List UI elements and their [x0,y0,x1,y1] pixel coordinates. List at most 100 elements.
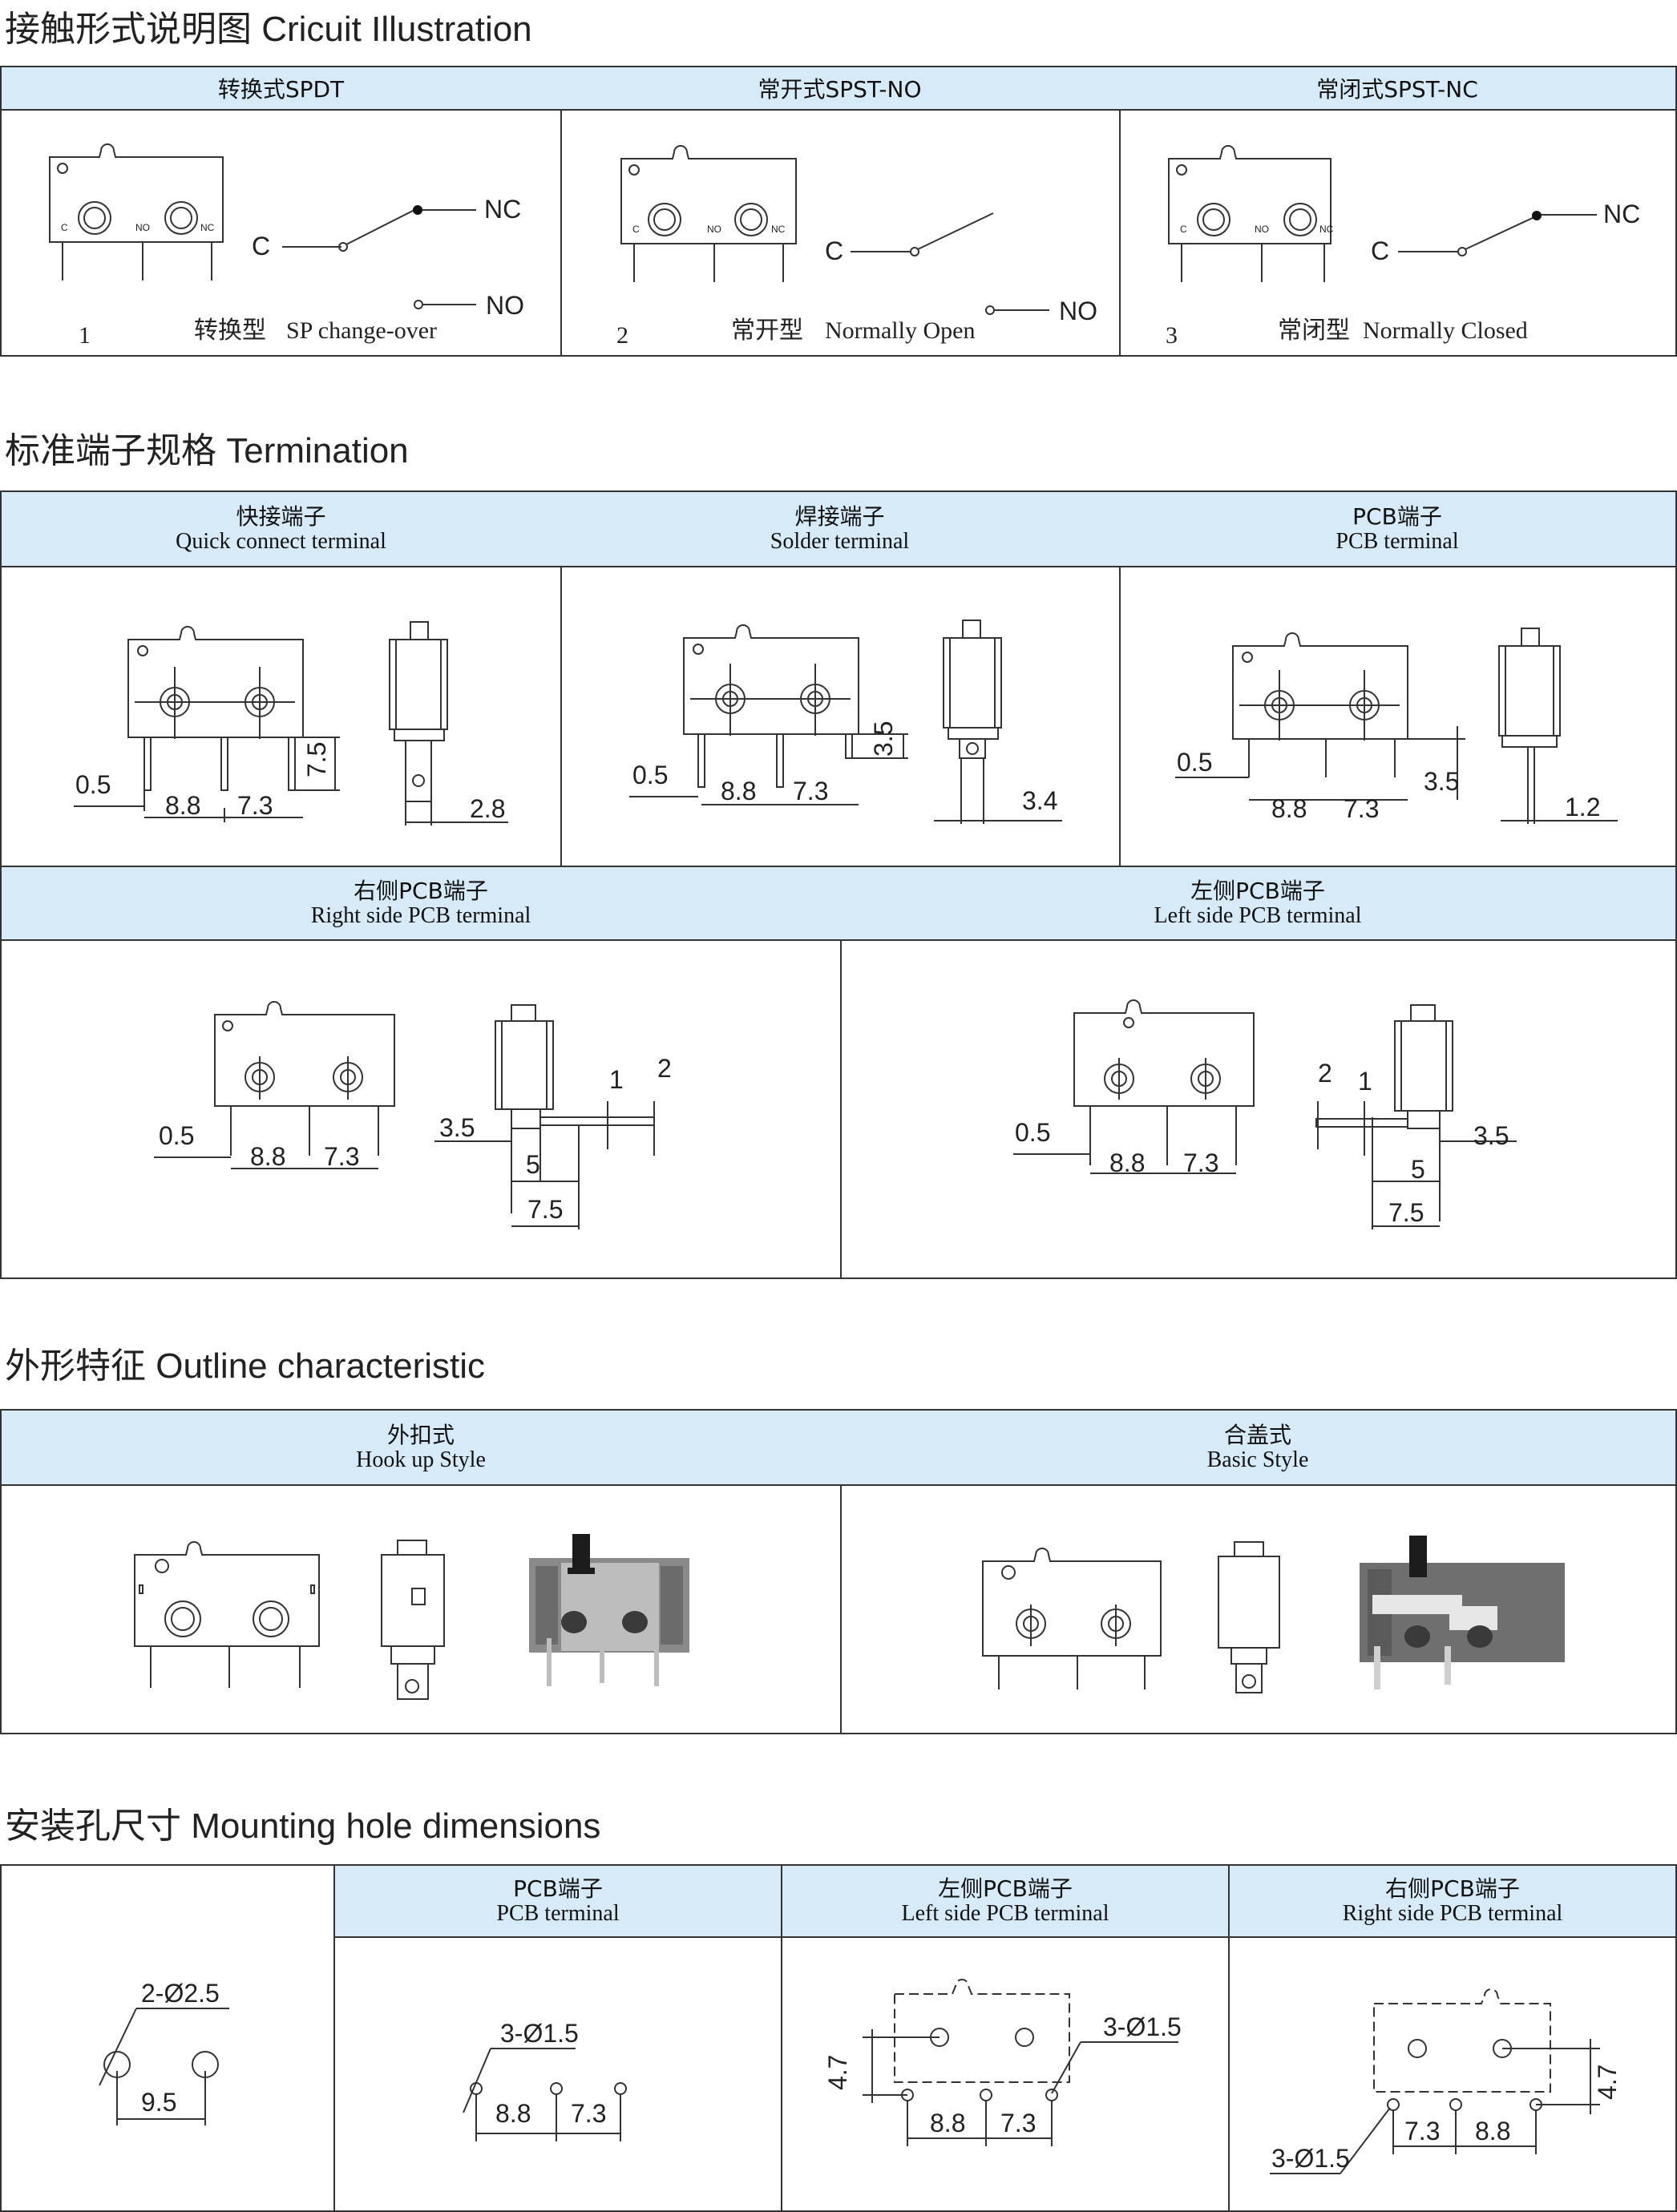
section-title-mounting: 安装孔尺寸 Mounting hole dimensions [5,1806,601,1846]
dim-7-3: 7.3 [237,791,273,820]
termination-table: 快接端子 Quick connect terminal 焊接端子 Solder … [0,490,1677,1279]
dim-7-3: 7.3 [1183,1148,1218,1177]
dim-8-8: 8.8 [250,1142,285,1171]
drawing-solder-terminal: 0.5 8.8 7.3 3.5 3.4 [629,620,1062,824]
dim-2-8: 2.8 [470,794,505,823]
drawing-pcb-terminal: 0.5 8.8 7.3 3.5 1.2 [1175,628,1618,824]
dim-7-5: 7.5 [527,1195,563,1224]
circuit-header-spst-nc: 常闭式SPST-NC [1119,67,1675,111]
dim-5: 5 [1411,1155,1425,1184]
termination-header-left-side-pcb: 左侧PCB端子 Left side PCB terminal [840,867,1675,941]
caption-cn-2: 常开型 [731,317,803,345]
dim-2: 2 [657,1054,672,1083]
caption-num-3: 3 [1166,322,1178,349]
dim-0-5: 0.5 [75,770,111,799]
mounting-drawing-left-side-pcb: 4.7 3-Ø1.5 8.8 7.3 [823,1979,1182,2146]
dim-0-5: 0.5 [1177,748,1212,777]
dim-3-5: 3.5 [869,721,898,757]
pin-label-c: C [61,222,68,233]
caption-en-1: SP change-over [286,317,437,344]
caption-num-1: 1 [79,322,91,349]
drawing-quick-connect-terminal: 0.5 8.8 7.3 7.5 2.8 [74,621,508,825]
drawing-left-side-pcb-terminal: 0.5 8.8 7.3 2 1 3.5 5 7.5 [1013,999,1517,1229]
dim-7-3: 7.3 [324,1142,359,1171]
section-title-circuit: 接触形式说明图 Cricuit Illustration [5,10,532,49]
terminal-c: C [825,236,843,265]
dim-2: 2 [1318,1059,1332,1088]
dim-7-3: 7.3 [1344,794,1379,823]
termination-header-right-side-pcb: 右侧PCB端子 Right side PCB terminal [2,867,840,941]
dim-3-phi-1-5: 3-Ø1.5 [1271,2144,1350,2173]
mounting-drawing-pcb: 3-Ø1.5 8.8 7.3 [463,2019,627,2141]
caption-cn-1: 转换型 [194,317,266,345]
dim-8-8: 8.8 [495,2099,531,2128]
circuit-drawing-spst-no: C NO NC C NO 2 常开型 Normally Open [616,145,1097,349]
caption-en-2: Normally Open [825,317,975,344]
dim-1: 1 [609,1065,624,1094]
circuit-header-spdt: 转换式SPDT [2,67,560,111]
circuit-table: 转换式SPDT 常开式SPST-NO 常闭式SPST-NC C NO NC C … [0,66,1677,357]
mounting-drawing-right-side-pcb: 4.7 3-Ø1.5 7.3 8.8 [1270,1988,1622,2174]
dim-3-phi-1-5: 3-Ø1.5 [1103,2012,1182,2041]
dim-9-5: 9.5 [141,2088,176,2117]
outline-table: 外扣式 Hook up Style 合盖式 Basic Style [0,1409,1677,1734]
pin-label-no: NO [707,224,721,235]
termination-header-quick-connect: 快接端子 Quick connect terminal [2,492,560,567]
caption-en-3: Normally Closed [1363,317,1528,344]
terminal-nc: NC [484,195,521,224]
terminal-c: C [252,232,270,260]
termination-header-solder: 焊接端子 Solder terminal [560,492,1119,567]
dim-3-phi-1-5: 3-Ø1.5 [500,2019,579,2048]
dim-4-7: 4.7 [1593,2065,1622,2100]
dim-5: 5 [526,1150,540,1179]
mounting-table: PCB端子 PCB terminal 左侧PCB端子 Left side PCB… [0,1864,1677,2212]
terminal-c: C [1371,236,1389,265]
dim-7-5: 7.5 [1388,1198,1424,1227]
outline-header-hook-up: 外扣式 Hook up Style [2,1411,840,1486]
dim-1: 1 [1358,1067,1372,1096]
dim-8-8: 8.8 [930,2109,965,2137]
dim-1-2: 1.2 [1565,793,1600,821]
dim-8-8: 8.8 [1475,2117,1510,2145]
dim-7-5: 7.5 [302,742,331,777]
dim-0-5: 0.5 [159,1121,194,1150]
terminal-nc: NC [1603,200,1640,228]
dim-3-5: 3.5 [1424,767,1459,796]
dim-3-5: 3.5 [439,1113,475,1142]
terminal-no: NO [486,291,524,320]
dim-3-4: 3.4 [1022,786,1057,815]
pin-label-no: NO [1255,224,1269,235]
termination-header-pcb: PCB端子 PCB terminal [1119,492,1675,567]
mounting-drawing-general: 2-Ø2.5 9.5 [99,1979,229,2125]
outline-drawing-basic [982,1536,1565,1693]
dim-7-3: 7.3 [1404,2117,1440,2145]
terminal-no: NO [1059,297,1097,325]
caption-cn-3: 常闭型 [1278,317,1350,345]
pin-label-c: C [1180,224,1187,235]
pin-label-c: C [632,224,640,235]
section-title-outline: 外形特征 Outline characteristic [5,1346,486,1386]
pin-label-nc: NC [1319,224,1334,235]
circuit-drawing-spdt: C NO NC C NC NO 1 转换型 SP change-over [49,143,524,349]
mounting-header-pcb: PCB端子 PCB terminal [335,1866,781,1936]
dim-4-7: 4.7 [823,2055,852,2090]
outline-header-basic: 合盖式 Basic Style [840,1411,1675,1486]
circuit-header-spst-no: 常开式SPST-NO [560,67,1119,111]
drawing-right-side-pcb-terminal: 0.5 8.8 7.3 3.5 1 2 5 7.5 [154,1001,672,1229]
pin-label-no: NO [135,222,150,233]
dim-0-5: 0.5 [632,761,668,789]
dim-8-8: 8.8 [165,791,200,820]
dim-7-3: 7.3 [571,2099,606,2128]
circuit-drawing-spst-nc: C NO NC C NC 3 常闭型 Normally Closed [1166,145,1640,349]
mounting-header-left-side-pcb: 左侧PCB端子 Left side PCB terminal [782,1866,1228,1936]
dim-7-3: 7.3 [1000,2109,1036,2137]
dim-8-8: 8.8 [1109,1148,1145,1177]
pin-label-nc: NC [771,224,786,235]
outline-drawing-hook-up [134,1534,689,1700]
dim-2-phi-2-5: 2-Ø2.5 [141,1979,220,2008]
dim-3-5: 3.5 [1473,1121,1509,1150]
section-title-termination: 标准端子规格 Termination [5,431,409,470]
pin-label-nc: NC [200,222,215,233]
dim-8-8: 8.8 [1271,794,1307,823]
mounting-header-right-side-pcb: 右侧PCB端子 Right side PCB terminal [1230,1866,1675,1936]
